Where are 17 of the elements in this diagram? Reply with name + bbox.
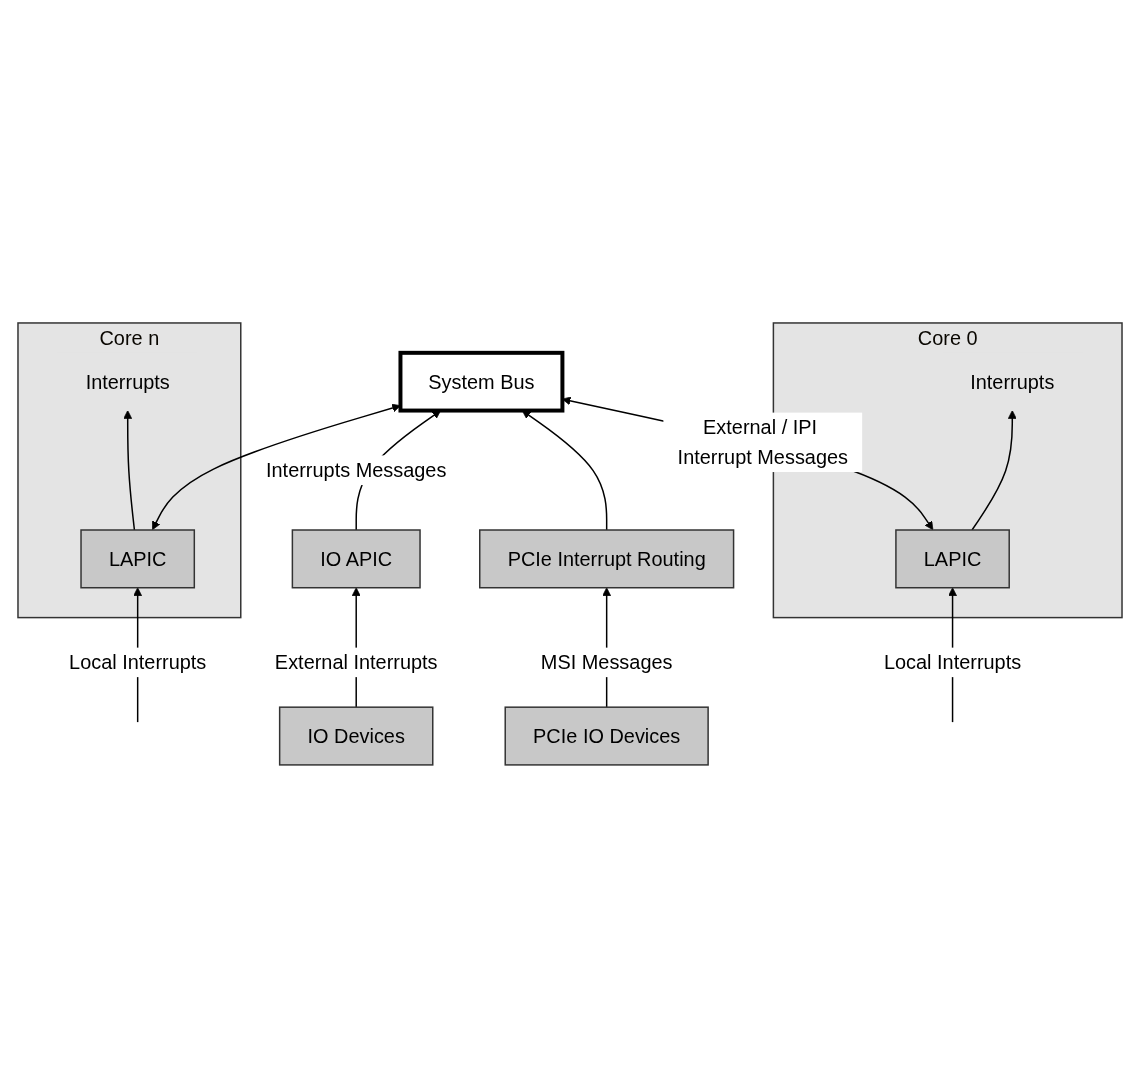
node-box: LAPIC	[895, 528, 1010, 589]
node-box: LAPIC	[80, 528, 196, 589]
arrow	[152, 403, 401, 530]
edge-label: Local Interrupts	[883, 651, 1022, 673]
arrow	[971, 409, 1017, 531]
edge-label: Interrupts Messages	[266, 458, 447, 481]
node-box: System Bus	[398, 350, 565, 413]
edge-label: External Interrupts	[274, 651, 438, 673]
node-text: Interrupts	[85, 370, 170, 393]
node-box: PCIe Interrupt Routing	[479, 528, 735, 589]
edge-label: MSI Messages	[540, 651, 673, 673]
node-box: IO Devices	[278, 706, 434, 766]
arrow	[123, 409, 136, 531]
edge-label: Local Interrupts	[69, 651, 207, 673]
node-text: Interrupts	[970, 370, 1055, 393]
node-box: IO APIC	[291, 528, 421, 589]
node-box: PCIe IO Devices	[504, 706, 709, 766]
